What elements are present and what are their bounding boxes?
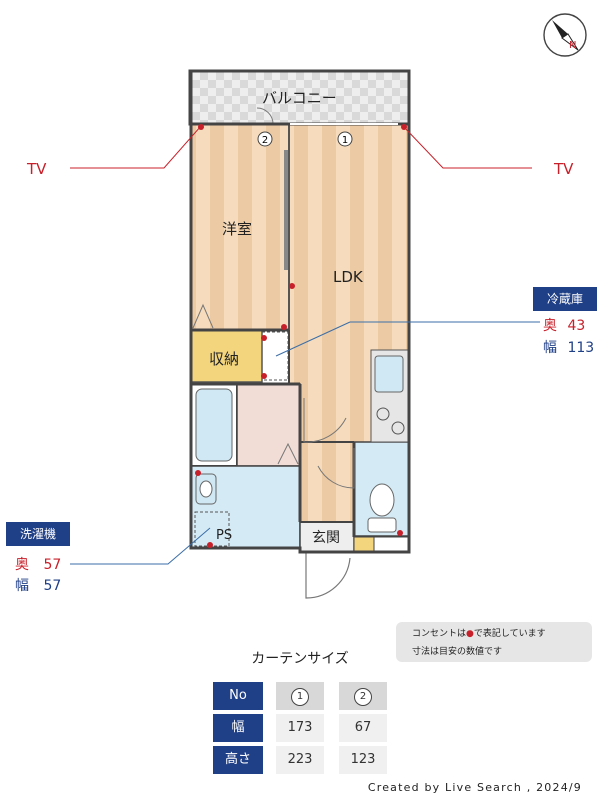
step-box bbox=[353, 536, 375, 553]
fridge-badge: 冷蔵庫 bbox=[533, 287, 597, 311]
kitchen-sink bbox=[374, 355, 404, 393]
outlet-dot-icon: ● bbox=[466, 629, 474, 639]
door-swing bbox=[303, 398, 347, 443]
compass-icon: N bbox=[543, 13, 587, 57]
door-swing bbox=[317, 448, 355, 489]
balcony-label: バルコニー bbox=[262, 89, 337, 107]
bathtub bbox=[195, 388, 233, 462]
note-line-2: 寸法は目安の数値です bbox=[412, 647, 503, 657]
curtain-no-1: 1 bbox=[276, 682, 324, 710]
curtain-no-2: 2 bbox=[339, 682, 387, 710]
fridge-width-label: 幅 bbox=[543, 340, 557, 356]
compass-n-label: N bbox=[569, 40, 576, 51]
storage-door-mark bbox=[192, 303, 214, 329]
fridge-depth-value: 43 bbox=[567, 318, 586, 334]
curtain-header-width: 幅 bbox=[213, 714, 263, 742]
window-marker-1-label: 1 bbox=[342, 135, 348, 146]
washer-depth-label: 奥 bbox=[15, 557, 29, 573]
curtain-height-2: 123 bbox=[339, 746, 387, 774]
entrance-floor bbox=[299, 521, 355, 553]
washer-width-value: 57 bbox=[43, 578, 62, 594]
fridge-depth: 奥 43 bbox=[543, 315, 585, 335]
washer-depth-value: 57 bbox=[43, 557, 62, 573]
credit-text: Created by Live Search , 2024/9 bbox=[367, 781, 582, 794]
washer-leader bbox=[70, 527, 211, 565]
fridge-width: 幅 113 bbox=[543, 337, 594, 357]
dressing-floor bbox=[236, 383, 301, 467]
window-marker-2-label: 2 bbox=[262, 135, 268, 146]
tv-right-label: TV bbox=[554, 160, 574, 178]
corridor-floor bbox=[300, 442, 354, 522]
fridge-leader bbox=[275, 321, 351, 357]
washbasin-bowl bbox=[199, 480, 213, 498]
outlet-markers bbox=[195, 124, 407, 548]
curtain-title: カーテンサイズ bbox=[251, 651, 349, 667]
ldk-label: LDK bbox=[333, 268, 363, 286]
window-marker-1 bbox=[337, 131, 353, 147]
window-marker-2 bbox=[257, 131, 273, 147]
shoe-box bbox=[373, 536, 410, 553]
curtain-height-1: 223 bbox=[276, 746, 324, 774]
ps-label: PS bbox=[216, 528, 233, 543]
outer-wall bbox=[189, 69, 411, 554]
fridge-width-value: 113 bbox=[567, 340, 595, 356]
tv-left-leader bbox=[70, 125, 202, 169]
curtain-width-1: 173 bbox=[276, 714, 324, 742]
toilet-bowl bbox=[369, 483, 395, 517]
entrance-label: 玄関 bbox=[312, 530, 340, 546]
washer-badge: 洗濯機 bbox=[6, 522, 70, 546]
stove-burner bbox=[391, 421, 405, 435]
outlet-note: コンセントは●で表記しています 寸法は目安の数値です bbox=[396, 622, 592, 662]
western-room-floor bbox=[191, 124, 289, 330]
washer-depth: 奥 57 bbox=[15, 554, 61, 574]
curtain-header-height: 高さ bbox=[213, 746, 263, 774]
toilet-tank bbox=[367, 517, 397, 533]
curtain-no-1-circle: 1 bbox=[291, 688, 309, 706]
compass: N bbox=[542, 12, 588, 58]
door-swing bbox=[256, 107, 274, 125]
entrance-door-swing bbox=[305, 552, 351, 599]
washer-width: 幅 57 bbox=[15, 575, 61, 595]
curtain-width-2: 67 bbox=[339, 714, 387, 742]
western-room-label: 洋室 bbox=[222, 220, 253, 238]
storage-label: 収納 bbox=[209, 350, 240, 368]
tv-left-label: TV bbox=[27, 160, 47, 178]
fridge-depth-label: 奥 bbox=[543, 318, 557, 334]
tv-right-leader bbox=[403, 126, 532, 169]
curtain-no-2-circle: 2 bbox=[354, 688, 372, 706]
curtain-header-no: No bbox=[213, 682, 263, 710]
washer-width-label: 幅 bbox=[15, 578, 29, 594]
floor-plan: 1 2 bbox=[70, 69, 540, 599]
stove-burner bbox=[376, 407, 390, 421]
note-line-1: コンセントは●で表記しています bbox=[412, 629, 546, 639]
dressing-door-mark bbox=[277, 442, 299, 465]
